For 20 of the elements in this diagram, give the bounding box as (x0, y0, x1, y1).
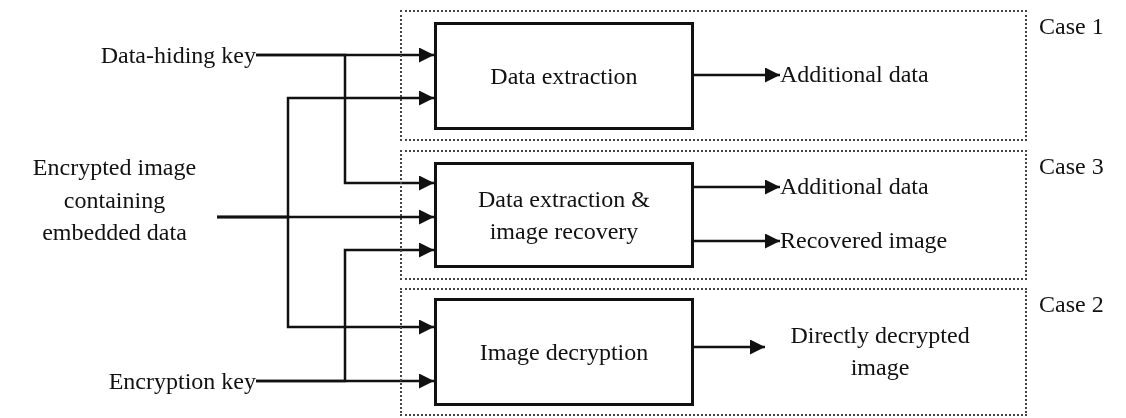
process-box: Image decryption (434, 298, 694, 406)
output-label: Recovered image (780, 224, 1010, 256)
arrow (694, 179, 780, 195)
output-label: Additional data (780, 170, 995, 202)
arrow (694, 339, 765, 355)
input-label: Encryption key (20, 366, 256, 396)
process-box: Data extraction & image recovery (434, 162, 694, 268)
arrow (694, 233, 780, 249)
process-box: Data extraction (434, 22, 694, 130)
case-label: Case 2 (1039, 290, 1104, 319)
arrow (217, 215, 434, 335)
arrow (256, 53, 434, 191)
arrow (694, 67, 780, 83)
output-label: Additional data (780, 58, 995, 90)
arrow (256, 242, 434, 383)
case-label: Case 1 (1039, 12, 1104, 41)
input-label: Data-hiding key (20, 40, 256, 70)
case-label: Case 3 (1039, 152, 1104, 181)
output-label: Directly decrypted image (765, 318, 995, 384)
input-label: Encrypted image containing embedded data (12, 150, 217, 250)
